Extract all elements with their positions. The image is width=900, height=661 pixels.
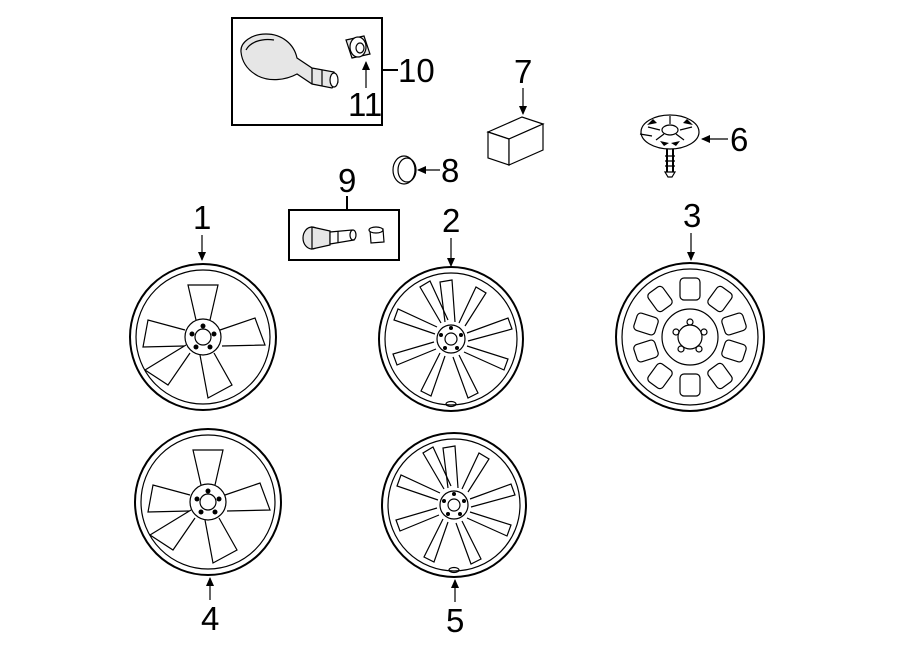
box-icon <box>486 116 545 166</box>
wheel-4-icon <box>134 428 282 576</box>
wheel-1-group[interactable]: 1 <box>129 199 277 411</box>
part-7-group[interactable]: 7 <box>486 53 545 166</box>
callout-7[interactable]: 7 <box>514 53 532 90</box>
callout-6[interactable]: 6 <box>730 121 748 158</box>
wheel-3-group[interactable]: 3 <box>615 197 765 412</box>
part-6-group[interactable]: 6 <box>639 114 748 178</box>
wheel-3-icon <box>615 262 765 412</box>
callout-8[interactable]: 8 <box>441 152 459 189</box>
center-cap-icon <box>392 155 417 185</box>
part-10-box <box>231 17 383 126</box>
wheel-1-icon <box>129 263 277 411</box>
callout-1[interactable]: 1 <box>193 199 211 236</box>
callout-2[interactable]: 2 <box>442 202 460 239</box>
part-10-tpms-sensor-group[interactable]: 10 11 <box>231 17 435 126</box>
wheel-5-icon <box>381 432 527 578</box>
wheel-5-group[interactable]: 5 <box>381 432 527 639</box>
wheel-4-group[interactable]: 4 <box>134 428 282 637</box>
callout-11[interactable]: 11 <box>348 86 382 123</box>
valve-cap-icon <box>345 35 371 59</box>
callout-9[interactable]: 9 <box>338 162 356 199</box>
wheel-2-icon <box>378 266 524 412</box>
callout-5[interactable]: 5 <box>446 602 464 639</box>
part-9-box <box>288 209 400 261</box>
callout-4[interactable]: 4 <box>201 600 219 637</box>
tpms-sensor-icon <box>240 33 339 89</box>
wheel-2-group[interactable]: 2 <box>378 202 524 412</box>
callout-3[interactable]: 3 <box>683 197 701 234</box>
part-8-group[interactable]: 8 <box>392 152 459 189</box>
spare-hold-down-icon <box>639 114 700 178</box>
stem-cap-icon <box>368 226 385 244</box>
part-9-valve-stem-group[interactable]: 9 <box>288 162 400 261</box>
valve-stem-icon <box>302 226 357 250</box>
callout-10[interactable]: 10 <box>398 52 435 89</box>
